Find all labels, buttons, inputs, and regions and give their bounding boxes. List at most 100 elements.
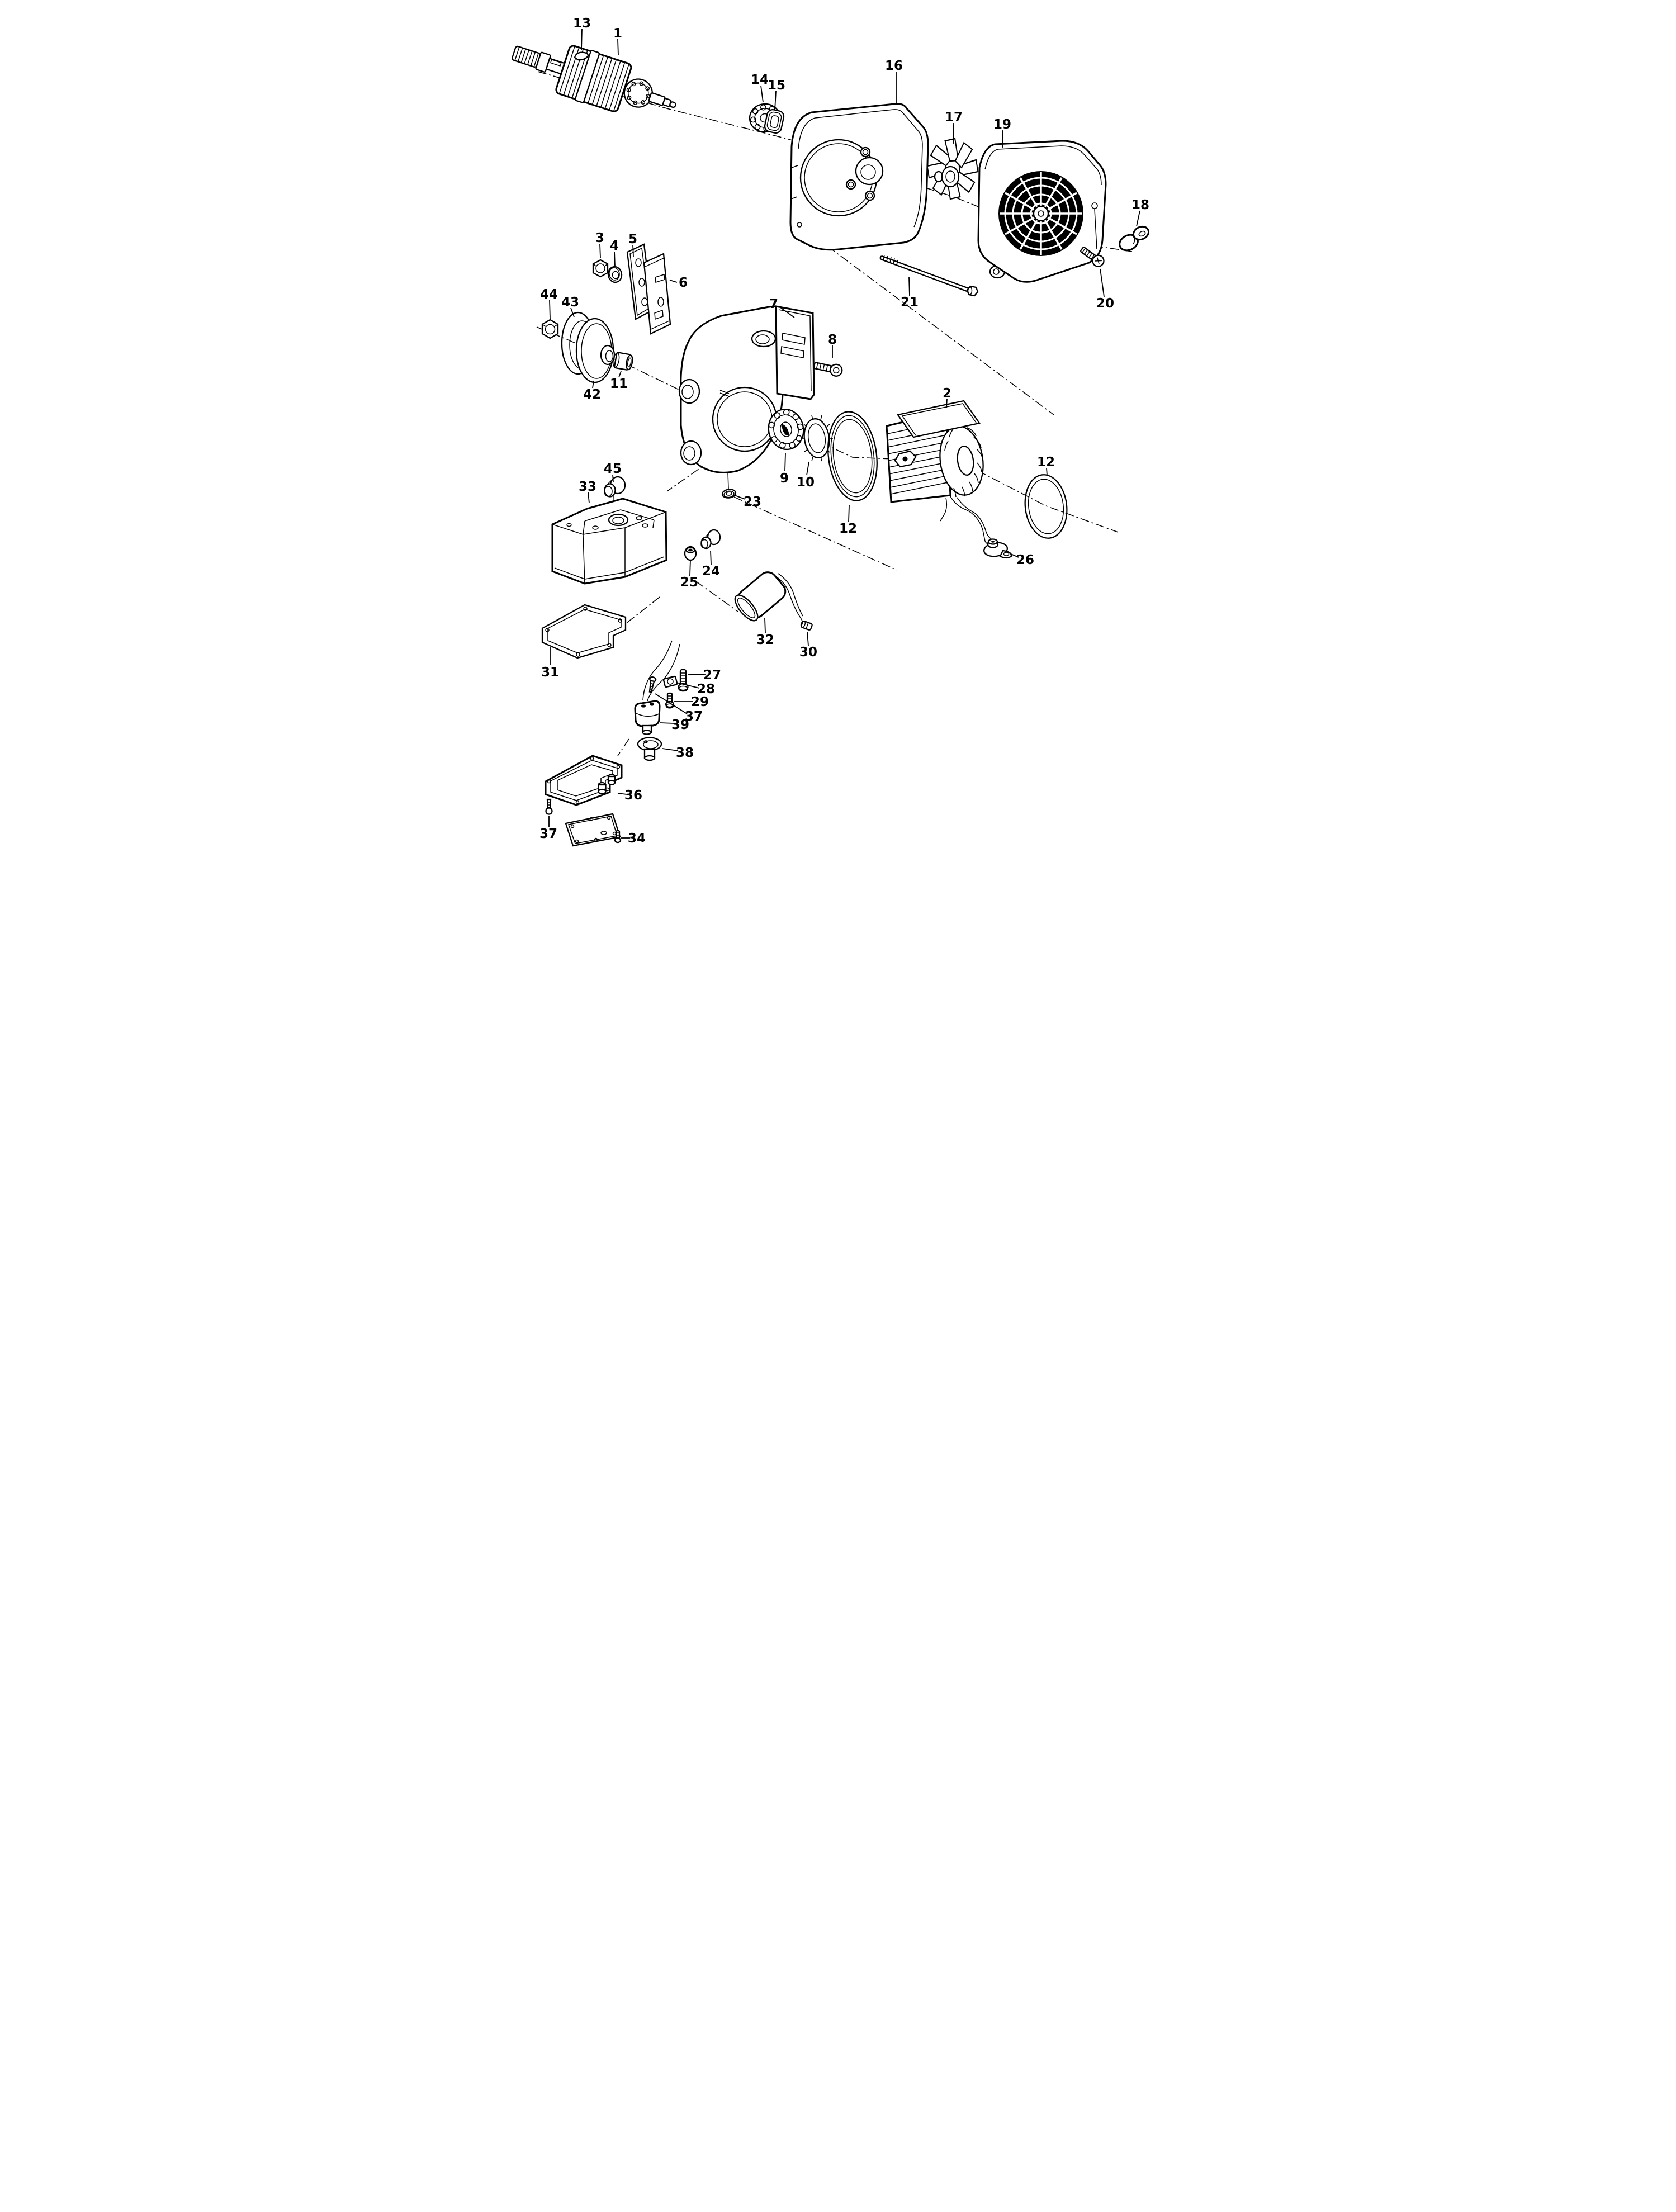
leader-seal	[774, 91, 777, 111]
part-gasket-31	[541, 604, 626, 659]
leader-key	[580, 29, 583, 50]
leader-bearing-front	[760, 85, 764, 103]
part-label-sump-pan: 36	[624, 788, 642, 803]
part-label-cup: 38	[675, 746, 693, 760]
part-grommet-25	[684, 546, 697, 561]
part-valve-box-33	[551, 498, 667, 585]
part-key-13	[574, 51, 589, 61]
part-label-o-ring-left: 12	[839, 522, 856, 536]
part-small-washer-23	[721, 472, 736, 499]
part-label-o-ring-right: 12	[1036, 455, 1054, 470]
leader-lines-layer	[548, 29, 1140, 839]
leader-square-nut	[676, 682, 699, 689]
part-label-gasket: 31	[541, 665, 558, 680]
part-label-screw-37b: 37	[539, 827, 557, 841]
part-square-nut-28	[662, 675, 678, 688]
part-label-bracket: 6	[678, 276, 687, 290]
part-base-plate-34	[565, 813, 621, 847]
part-label-armature: 1	[613, 26, 622, 41]
leader-bracket	[669, 280, 677, 283]
leader-diaphragm-ring	[570, 307, 575, 318]
part-stator-2	[885, 400, 987, 542]
part-label-fan-cover: 19	[993, 117, 1011, 132]
part-cup-38	[637, 737, 662, 761]
leader-washer	[613, 251, 616, 267]
part-label-wire-grommet: 26	[1016, 553, 1034, 567]
leader-small-washer	[734, 495, 745, 500]
part-clip-18	[1118, 225, 1149, 252]
part-label-grommet: 25	[680, 575, 698, 590]
part-label-terminal: 30	[799, 645, 817, 660]
part-screw-27	[677, 669, 689, 692]
leader-lock-washer	[806, 461, 809, 476]
part-label-seal: 15	[767, 78, 785, 93]
part-label-valve-box: 33	[578, 480, 596, 494]
part-armature-1	[511, 45, 676, 112]
part-crankcase-7	[678, 305, 815, 473]
part-label-square-nut: 28	[697, 682, 714, 697]
part-pump-cup-39	[633, 640, 680, 735]
part-label-screw: 8	[827, 333, 836, 347]
part-label-plug: 45	[603, 462, 621, 476]
part-wire-grommet-26	[983, 532, 1012, 559]
leader-crankcase	[778, 306, 795, 318]
part-nut-44	[541, 319, 558, 339]
part-o-ring-right-12	[1024, 474, 1068, 539]
part-terminal-30	[800, 620, 813, 631]
leader-valve-box	[587, 492, 590, 504]
part-label-stator: 2	[942, 386, 951, 401]
part-label-bearing-rear: 9	[779, 471, 788, 486]
part-label-clip: 18	[1131, 198, 1149, 212]
leader-fan	[952, 122, 954, 145]
part-fan-cover-19	[977, 140, 1107, 283]
part-label-spacer-sleeve: 11	[609, 377, 627, 391]
part-label-fan: 17	[944, 110, 962, 125]
part-screw-37b	[545, 798, 553, 815]
part-seal-15	[764, 109, 784, 134]
part-label-diaphragm: 42	[583, 387, 600, 402]
part-screw-37a	[648, 676, 656, 693]
part-fan-17	[926, 138, 978, 200]
leader-diaphragm	[591, 380, 594, 389]
part-end-housing-16	[789, 103, 929, 251]
part-plug-small-24	[700, 529, 721, 550]
part-label-through-bolt: 21	[900, 295, 918, 310]
part-label-nut: 3	[595, 231, 604, 245]
part-label-diaphragm-ring: 43	[561, 295, 579, 310]
part-o-ring-left-12	[827, 411, 878, 501]
part-label-pump-cup: 39	[671, 718, 689, 732]
leader-spacer-sleeve	[618, 371, 622, 378]
part-label-crankcase: 7	[769, 297, 778, 311]
part-spacer-sleeve-11	[612, 352, 633, 371]
part-diaphragm-42	[575, 318, 615, 383]
leader-sump-pan	[617, 793, 627, 795]
part-washer-4	[607, 266, 622, 283]
part-through-bolt-21	[879, 254, 978, 297]
part-label-nut-left: 44	[539, 287, 557, 302]
part-bracket-6	[643, 253, 671, 335]
part-label-bearing-front: 14	[750, 73, 768, 87]
leader-screw-27	[688, 674, 706, 675]
part-screw-20	[1080, 247, 1105, 267]
part-label-cover-screw: 20	[1096, 296, 1114, 311]
leader-through-bolt	[908, 277, 910, 296]
part-screw-8	[813, 362, 842, 377]
leader-cup	[662, 748, 678, 751]
part-sump-pan-36	[545, 755, 622, 806]
part-label-plug-small: 24	[702, 564, 719, 579]
exploded-diagram: 1311415161719182021345644434211789101221…	[511, 16, 1149, 847]
part-label-gasket-plate: 5	[628, 232, 637, 247]
leader-stator	[945, 399, 948, 408]
leader-wire-grommet	[1009, 553, 1019, 558]
part-capacitor-32	[734, 571, 804, 627]
part-label-small-washer: 23	[743, 495, 761, 509]
part-label-base-plate-screw: 34	[627, 831, 645, 846]
part-bearing-9	[768, 408, 804, 451]
part-label-lock-washer: 10	[796, 475, 814, 490]
leader-clip	[1135, 210, 1140, 227]
part-label-end-housing: 16	[884, 59, 902, 73]
part-label-key: 13	[572, 16, 590, 31]
part-nut-3	[592, 259, 608, 278]
part-label-capacitor: 32	[756, 633, 774, 647]
